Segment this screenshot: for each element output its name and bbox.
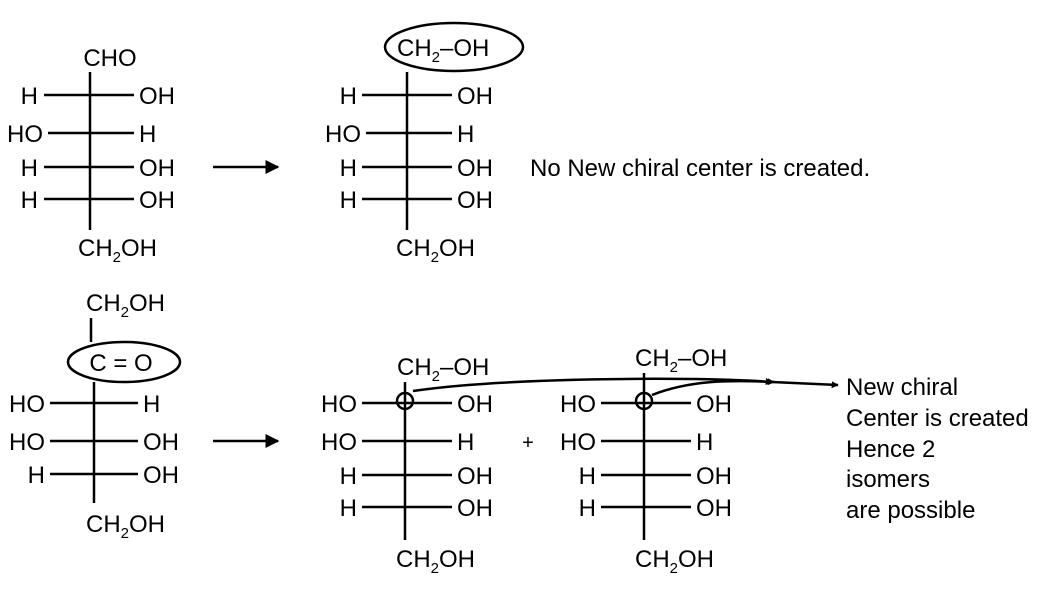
product-sorbitol: CH2–OH H OH HO H H OH H OH CH2OH	[325, 21, 525, 266]
right-substituent: H	[457, 121, 474, 148]
left-substituent: HO	[321, 391, 357, 418]
cho-group: CHO	[83, 45, 136, 72]
left-substituent: H	[21, 83, 38, 110]
right-substituent: OH	[143, 429, 179, 456]
highlight-ellipse	[383, 21, 525, 73]
reactant-glucose: CHO H OH HO H H OH H OH CH2OH	[7, 45, 175, 266]
right-substituent: H	[457, 429, 474, 456]
ch2-oh-group: CH2–OH	[397, 354, 489, 385]
right-substituent: OH	[457, 155, 493, 182]
ch2-oh-group: CH2–OH	[397, 35, 489, 66]
right-substituent: H	[143, 391, 160, 418]
new-chiral-note: New chiral Center is created Hence 2 iso…	[846, 374, 1029, 524]
chiral-center-marker	[634, 391, 654, 411]
note-line: are possible	[846, 497, 975, 524]
ch2oh-group: CH2OH	[635, 546, 714, 577]
carbonyl-group: C = O	[89, 350, 152, 377]
right-substituent: OH	[457, 391, 493, 418]
left-substituent: H	[340, 187, 357, 214]
left-substituent: H	[340, 155, 357, 182]
note-line: New chiral	[846, 374, 958, 401]
left-substituent: HO	[9, 429, 45, 456]
ch2oh-group: CH2OH	[78, 235, 157, 266]
right-substituent: OH	[139, 187, 175, 214]
right-substituent: OH	[696, 463, 732, 490]
left-substituent: HO	[7, 121, 43, 148]
right-substituent: OH	[457, 83, 493, 110]
left-substituent: HO	[325, 121, 361, 148]
right-substituent: OH	[139, 155, 175, 182]
left-substituent: HO	[560, 429, 596, 456]
right-substituent: OH	[143, 462, 179, 489]
chiral-center-marker	[395, 391, 415, 411]
left-substituent: H	[21, 187, 38, 214]
ch2oh-group: CH2OH	[396, 235, 475, 266]
right-substituent: OH	[457, 495, 493, 522]
left-substituent: H	[340, 463, 357, 490]
left-substituent: H	[340, 83, 357, 110]
left-substituent: HO	[321, 429, 357, 456]
right-substituent: OH	[139, 83, 175, 110]
right-substituent: OH	[457, 463, 493, 490]
ch2oh-group: CH2OH	[86, 511, 165, 542]
no-new-chiral-note: No New chiral center is created.	[530, 155, 870, 182]
left-substituent: H	[340, 495, 357, 522]
left-substituent: HO	[9, 391, 45, 418]
product-isomer-a: CH2–OH HO OH HO H H OH H OH CH2OH	[321, 354, 493, 577]
left-substituent: H	[28, 462, 45, 489]
ch2oh-group: CH2OH	[396, 546, 475, 577]
ch2-oh-group: CH2–OH	[635, 345, 727, 376]
note-line: isomers	[846, 466, 930, 493]
ch2oh-group: CH2OH	[86, 290, 165, 321]
right-substituent: H	[139, 121, 156, 148]
right-substituent: OH	[696, 391, 732, 418]
chiral-pointer-arrow	[651, 378, 775, 397]
highlight-ellipse	[66, 340, 182, 384]
note-line: Hence 2	[846, 436, 935, 463]
left-substituent: H	[21, 155, 38, 182]
note-line: Center is created	[846, 405, 1029, 432]
left-substituent: H	[579, 495, 596, 522]
right-substituent: H	[696, 429, 713, 456]
right-substituent: OH	[696, 495, 732, 522]
left-substituent: H	[579, 463, 596, 490]
left-substituent: HO	[560, 391, 596, 418]
product-isomer-b: CH2–OH HO OH HO H H OH H OH CH2OH	[560, 345, 732, 577]
right-substituent: OH	[457, 187, 493, 214]
plus-sign: +	[522, 432, 534, 454]
note-pointer-arrow	[771, 380, 839, 389]
reactant-fructose: CH2OH C = O HO H HO OH H OH CH2OH	[9, 290, 182, 542]
